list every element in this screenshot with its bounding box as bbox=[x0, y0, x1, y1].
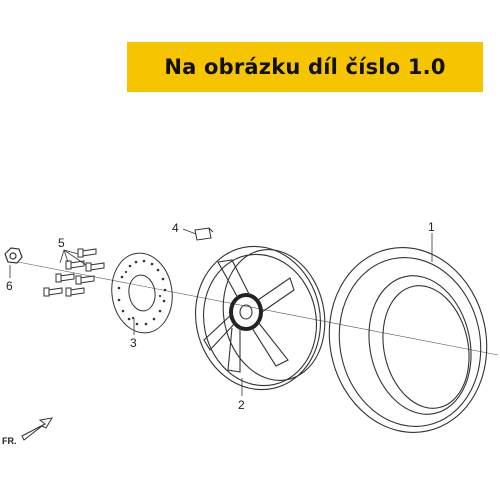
label-valve: 4 bbox=[172, 221, 179, 235]
nut bbox=[4, 247, 23, 264]
tire bbox=[328, 247, 488, 433]
label-nut: 6 bbox=[6, 279, 13, 293]
label-brake-disc: 3 bbox=[130, 336, 137, 350]
direction-label: FR. bbox=[2, 436, 17, 446]
valve bbox=[194, 227, 214, 241]
bolts bbox=[43, 248, 105, 297]
axle-line bbox=[17, 261, 499, 356]
banner-text: Na obrázku díl číslo 1.0 bbox=[164, 55, 446, 79]
part-number-banner: Na obrázku díl číslo 1.0 bbox=[127, 42, 483, 92]
label-bolts: 5 bbox=[58, 236, 65, 250]
brake-disc bbox=[111, 252, 173, 334]
wheel-rim bbox=[194, 245, 326, 391]
label-wheel: 2 bbox=[238, 398, 245, 412]
front-arrow-icon bbox=[21, 417, 53, 441]
leader-lines bbox=[9, 228, 433, 396]
label-tire: 1 bbox=[428, 220, 435, 234]
